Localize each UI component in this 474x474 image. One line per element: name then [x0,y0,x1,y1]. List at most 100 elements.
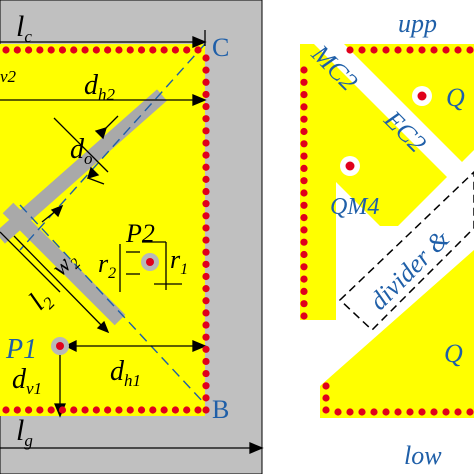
via-dot [202,394,210,402]
via-dot [202,224,210,232]
left-panel: lc C v2 dh2 do P2 w2 r2 r1 l2 P1 dh1 dv1… [0,0,264,474]
via-dot [406,46,414,54]
via-dot [70,406,78,414]
slot-upper-arm [0,89,167,244]
via-dot [300,164,308,172]
via-dot [202,66,210,74]
via-dot [300,91,308,99]
label-B: B [212,395,229,424]
via-dot [202,163,210,171]
via-dot [202,406,210,414]
via-dot [300,115,308,123]
lower-patch [320,250,474,418]
via-dot [202,260,210,268]
via-dot [137,406,146,414]
via-dot [24,46,33,54]
label-upper: upp [398,9,437,38]
diagonal-lower [19,204,206,405]
via-dot [466,46,474,54]
via-dot [194,406,202,414]
via-dot [202,248,210,256]
via-dot [394,408,402,416]
label-dv2: v2 [0,67,17,86]
via-dot [430,46,438,54]
dim-dh1-arrow-right [192,340,207,352]
via-dot [202,345,210,353]
upper-slot-gap [314,44,474,204]
via-dot [300,250,308,259]
label-r1: r1 [170,245,188,278]
label-dh1: dh1 [110,356,141,390]
via-dot [202,272,210,281]
via-dot [202,309,210,317]
via-dot [36,46,44,54]
via-dot [202,200,210,208]
via-dot [36,406,44,414]
via-qm-top-dot [417,91,427,101]
via-dot [183,406,191,414]
via-dot [406,408,414,416]
via-dot [300,275,308,283]
via-dot [322,406,330,414]
via-dot [2,406,10,414]
via-dot [370,408,378,416]
dim-l2-line [13,235,105,329]
label-C: C [212,33,229,62]
dim-w2-line [0,231,61,293]
via-dot [334,408,342,416]
via-dot [202,78,210,86]
via-dot [171,406,180,414]
label-dh2: dh2 [84,70,116,104]
dim-do-arrow-up [94,127,107,140]
dim-do-leader2 [87,177,105,185]
via-dot [300,177,308,185]
dim-lg-arrow [249,442,264,454]
right-via-row [300,46,474,416]
via-dot [202,333,210,341]
via-dot [47,406,55,414]
via-dot [58,46,67,54]
via-dot [202,175,210,183]
via-dot [442,408,450,416]
label-QM4: QM4 [330,194,379,220]
via-dot [300,152,308,160]
label-dv1: dv1 [12,364,42,398]
label-lc: lc [16,10,32,46]
via-dot [300,312,308,320]
via-dot [300,189,308,197]
via-dot [202,382,210,390]
via-dot [202,236,210,244]
feed-points [51,253,159,355]
via-dot [13,406,21,414]
label-r2: r2 [98,249,116,282]
via-dot [322,394,330,402]
label-do: do [70,134,93,168]
via-dot [300,238,308,246]
via-dot [300,127,308,136]
via-dot [202,127,210,135]
via-dot [202,54,210,62]
dimension-lines [0,30,264,454]
right-panel: upp MC2 Q EC2 QM4 divider & Q low [300,9,474,470]
via-dot [58,406,67,414]
via-dot [442,46,450,54]
via-dot [202,297,210,305]
via-dot [300,263,308,271]
via-dot [115,46,123,54]
via-dot [183,46,191,54]
via-dot [202,321,210,329]
via-dot [202,357,210,366]
label-lg: lg [16,414,33,450]
via-dot [92,46,100,54]
dim-do-line1 [53,117,109,173]
slot-lower-arm [2,202,126,326]
via-dot [300,140,308,148]
dim-dh1-arrow-left [64,339,77,353]
upper-patch-left-strip [300,44,336,320]
ground-plane-border [0,0,263,474]
via-dot [24,406,33,414]
label-QN: Q [444,339,463,368]
via-dot [346,46,354,54]
dim-do-arrow-down [87,166,100,179]
